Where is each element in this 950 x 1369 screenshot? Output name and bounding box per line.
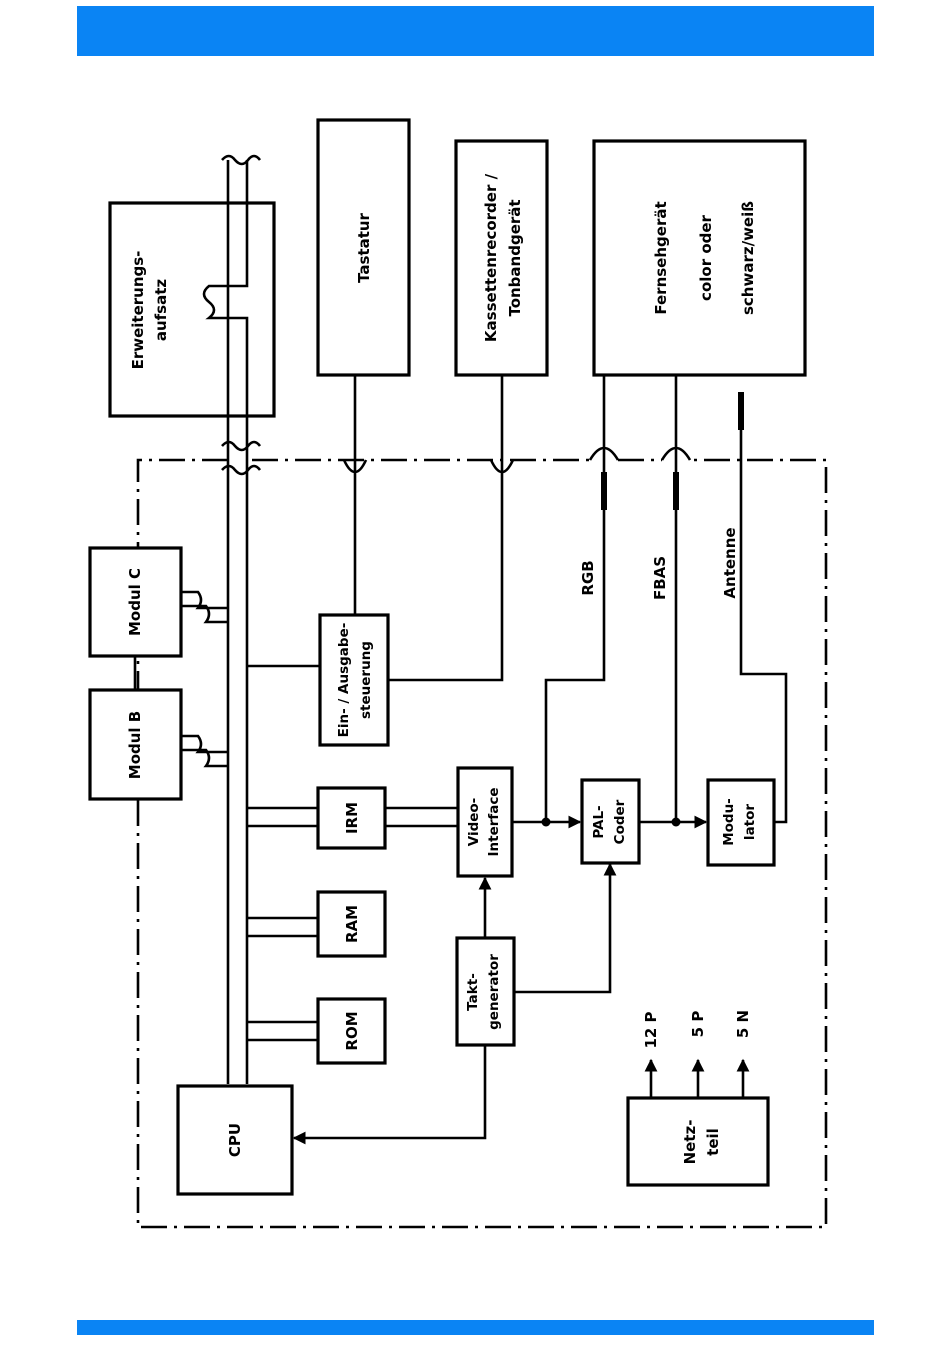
antenne-label: Antenne <box>721 527 739 598</box>
modulator-label-2: lator <box>742 804 758 840</box>
junction-dot-2 <box>672 818 681 827</box>
netzteil-label-2: teil <box>704 1128 722 1156</box>
power-5n-label: 5 N <box>734 1010 752 1038</box>
fbas-label: FBAS <box>651 556 669 600</box>
takt-pal-link <box>514 864 610 992</box>
irm-label: IRM <box>343 802 361 834</box>
fernseh-label-1: Fernsehgerät <box>652 201 670 314</box>
power-12p-label: 12 P <box>642 1011 660 1048</box>
fernseh-label-2: color oder <box>697 214 715 300</box>
fernseh-label-3: schwarz/weiß <box>739 201 757 315</box>
io-steuerung-box <box>320 615 388 745</box>
cpu-label: CPU <box>226 1123 244 1157</box>
antenne-line <box>741 392 786 822</box>
power-5p-label: 5 P <box>689 1011 707 1038</box>
takt-label-2: generator <box>486 954 502 1030</box>
video-label-2: Interface <box>486 787 502 856</box>
kassette-label-2: Tonbandgerät <box>506 199 524 316</box>
modul-b-label: Modul B <box>126 711 144 779</box>
junction-dot <box>542 818 551 827</box>
erweiterung-label-2: aufsatz <box>152 279 170 342</box>
kassette-box <box>456 141 547 375</box>
pal-label-1: PAL- <box>591 805 607 838</box>
io-label-2: steuerung <box>358 641 374 719</box>
takt-label-1: Takt- <box>465 973 481 1011</box>
netzteil-label-1: Netz- <box>681 1120 699 1165</box>
video-label-1: Video- <box>466 798 482 847</box>
rgb-line <box>546 375 604 822</box>
kassette-link <box>388 375 502 680</box>
modul-c-label: Modul C <box>126 568 144 636</box>
rom-label: ROM <box>343 1011 361 1050</box>
bus-overlay <box>229 206 246 413</box>
modulator-label-1: Modu- <box>721 798 737 846</box>
modulator-box <box>708 780 774 865</box>
tastatur-label: Tastatur <box>355 212 373 282</box>
erweiterung-label-1: Erweiterungs- <box>129 251 147 370</box>
pal-label-2: Coder <box>612 799 628 844</box>
rgb-label: RGB <box>579 560 597 595</box>
ram-label: RAM <box>343 905 361 943</box>
kassette-label-1: Kassettenrecorder / <box>482 173 500 342</box>
io-label-1: Ein- / Ausgabe- <box>336 623 352 738</box>
